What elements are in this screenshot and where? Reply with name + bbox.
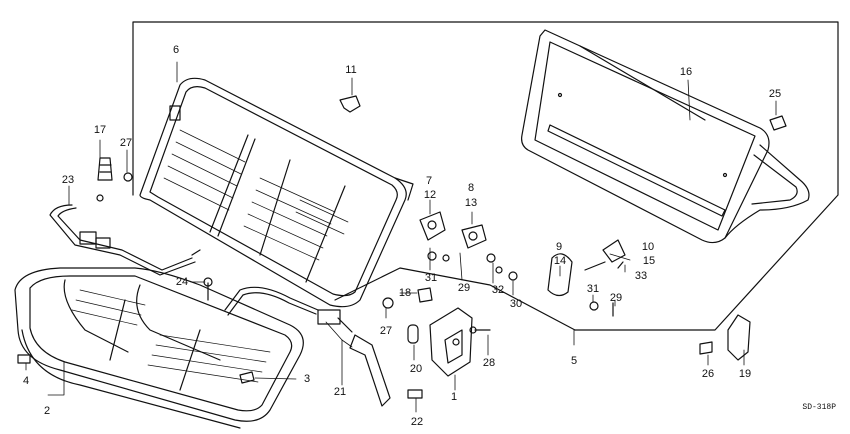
callout-32: 32: [491, 284, 505, 296]
rear-panel: [521, 29, 810, 244]
callout-8: 8: [467, 182, 475, 194]
callout-3: 3: [303, 373, 311, 385]
seat-belt-center: [224, 286, 391, 407]
small-parts: [17, 95, 787, 399]
callout-29-center: 29: [457, 282, 471, 294]
seat-back: [139, 77, 414, 308]
callout-23: 23: [61, 174, 75, 186]
callout-12: 12: [423, 189, 437, 201]
callout-9: 9: [555, 241, 563, 253]
callout-27-left: 27: [119, 137, 133, 149]
callout-13: 13: [464, 197, 478, 209]
callout-19: 19: [738, 368, 752, 380]
callout-33: 33: [634, 270, 648, 282]
callout-21: 21: [333, 386, 347, 398]
callout-28: 28: [482, 357, 496, 369]
leader-lines: [25, 61, 777, 413]
callout-6: 6: [172, 44, 180, 56]
diagram-code: SD-318P: [802, 403, 836, 412]
callout-31-center: 31: [424, 272, 438, 284]
callout-2: 2: [43, 405, 51, 417]
callout-14: 14: [553, 255, 567, 267]
callout-22: 22: [410, 416, 424, 428]
callout-15: 15: [642, 255, 656, 267]
callout-16: 16: [679, 66, 693, 78]
callout-17: 17: [93, 124, 107, 136]
callout-29-right: 29: [609, 292, 623, 304]
callout-5: 5: [570, 355, 578, 367]
seat-belt-left: [49, 194, 201, 276]
callout-10: 10: [641, 241, 655, 253]
callout-7: 7: [425, 175, 433, 187]
callout-20: 20: [409, 363, 423, 375]
assembly-boundary: [132, 21, 839, 331]
callout-31-right: 31: [586, 283, 600, 295]
callout-11: 11: [345, 64, 357, 76]
latch-bracket: [429, 307, 473, 377]
callout-24: 24: [175, 276, 189, 288]
callout-27-center: 27: [379, 325, 393, 337]
seat-cushion: [14, 267, 304, 429]
callout-25: 25: [768, 88, 782, 100]
callout-26: 26: [701, 368, 715, 380]
callout-18: 18: [398, 287, 412, 299]
callout-4: 4: [22, 375, 30, 387]
callout-30: 30: [509, 298, 523, 310]
callout-1: 1: [450, 391, 458, 403]
